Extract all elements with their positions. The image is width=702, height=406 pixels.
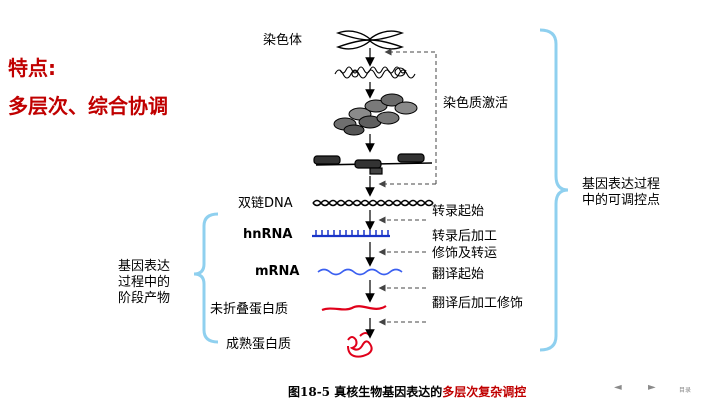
mrna-strand-icon	[317, 268, 403, 276]
left-curly-brace	[193, 212, 219, 344]
next-slide-button[interactable]: ►	[648, 382, 656, 393]
right-bracket-label-line2: 中的可调控点	[582, 193, 661, 208]
slide-title-features: 特点:	[8, 56, 56, 80]
stage-label-hnrna: hnRNA	[243, 227, 293, 242]
hnrna-strand-icon	[312, 230, 390, 238]
stage-label-mature-protein: 成熟蛋白质	[226, 337, 292, 352]
menu-button[interactable]: 目录	[679, 387, 692, 394]
dna-double-helix-icon	[312, 199, 434, 207]
chromosome-icon	[335, 30, 405, 50]
left-bracket-label-line1: 基因表达	[118, 259, 171, 274]
stage-label-chromosome: 染色体	[263, 33, 303, 48]
control-label-translation-initiation: 翻译起始	[432, 267, 485, 282]
control-label-modification-transport: 修饰及转运	[432, 246, 498, 261]
stage-label-dna: 双链DNA	[238, 196, 293, 211]
mature-protein-icon	[347, 332, 373, 358]
control-label-post-transcription: 转录后加工	[432, 229, 498, 244]
figure-caption: 图18-5 真核生物基因表达的多层次复杂调控	[288, 383, 526, 400]
chromatin-fiber-icon	[334, 66, 416, 79]
open-chromatin-icon	[313, 153, 433, 175]
left-bracket-label-line2: 过程中的	[118, 275, 171, 290]
nucleosome-beads-icon	[333, 93, 418, 136]
right-curly-brace	[539, 28, 569, 352]
control-label-transcription-initiation: 转录起始	[432, 204, 485, 219]
stage-label-unfolded-protein: 未折叠蛋白质	[210, 302, 289, 317]
caption-prefix: 图18-5 真核生物基因表达的	[288, 385, 443, 399]
right-bracket-label-line1: 基因表达过程	[582, 177, 661, 192]
control-dashed-lines	[378, 48, 437, 326]
unfolded-protein-icon	[321, 305, 387, 312]
control-label-chromatin-activation: 染色质激活	[443, 96, 509, 111]
left-bracket-label-line3: 阶段产物	[118, 291, 171, 306]
prev-slide-button[interactable]: ◄	[614, 382, 622, 393]
stage-label-mrna: mRNA	[255, 264, 300, 279]
slide-title-multilevel: 多层次、综合协调	[8, 94, 168, 118]
control-label-post-translation: 翻译后加工修饰	[432, 296, 524, 311]
caption-highlight: 多层次复杂调控	[442, 385, 527, 399]
